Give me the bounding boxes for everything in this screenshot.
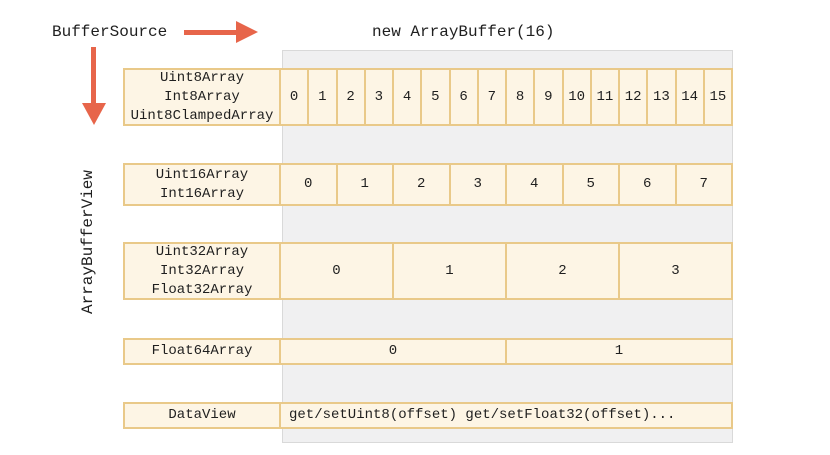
view-label-16bit: Uint16Array Int16Array [123, 163, 281, 206]
view-cell: 0 [279, 163, 338, 206]
view-cell: 7 [476, 68, 507, 126]
view-cell: 2 [392, 163, 451, 206]
view-cell: 12 [618, 68, 649, 126]
new-arraybuffer-label: new ArrayBuffer(16) [372, 23, 555, 41]
view-cell: 4 [392, 68, 423, 126]
view-row-8bit: Uint8Array Int8Array Uint8ClampedArray 0… [123, 68, 733, 126]
view-cell: 15 [702, 68, 733, 126]
view-cell: 1 [307, 68, 338, 126]
view-cell: 4 [505, 163, 564, 206]
view-cell: 14 [674, 68, 705, 126]
view-cell: 5 [420, 68, 451, 126]
view-label-dataview: DataView [123, 402, 281, 429]
view-cell: 5 [561, 163, 620, 206]
view-cells-dataview: get/setUint8(offset) get/setFloat32(offs… [279, 402, 733, 429]
view-label-8bit: Uint8Array Int8Array Uint8ClampedArray [123, 68, 281, 126]
view-cell: 2 [335, 68, 366, 126]
view-label-64bit: Float64Array [123, 338, 281, 365]
view-cell: 1 [335, 163, 394, 206]
view-cell: 0 [279, 242, 394, 300]
view-cell: 0 [279, 338, 507, 365]
arrow-right-icon [236, 21, 258, 43]
view-cell: 8 [505, 68, 536, 126]
view-cell: 9 [533, 68, 564, 126]
view-cell: 6 [448, 68, 479, 126]
view-cell: 3 [363, 68, 394, 126]
arrow-right-icon [184, 30, 238, 35]
array-buffer-view-label: ArrayBufferView [79, 169, 97, 315]
arrow-down-icon [82, 103, 106, 125]
view-row-dataview: DataView get/setUint8(offset) get/setFlo… [123, 402, 733, 429]
buffer-source-label: BufferSource [52, 23, 168, 41]
view-cell: 2 [505, 242, 620, 300]
view-cell: 0 [279, 68, 310, 126]
view-cell: 11 [589, 68, 620, 126]
view-cell: 1 [392, 242, 507, 300]
view-cell: 3 [448, 163, 507, 206]
view-cell: 1 [505, 338, 733, 365]
arrow-down-icon [91, 47, 96, 105]
view-label-32bit: Uint32Array Int32Array Float32Array [123, 242, 281, 300]
view-cell: get/setUint8(offset) get/setFloat32(offs… [279, 402, 733, 429]
view-cell: 7 [674, 163, 733, 206]
view-cell: 6 [618, 163, 677, 206]
view-cell: 13 [646, 68, 677, 126]
view-cell: 10 [561, 68, 592, 126]
view-cell: 3 [618, 242, 733, 300]
